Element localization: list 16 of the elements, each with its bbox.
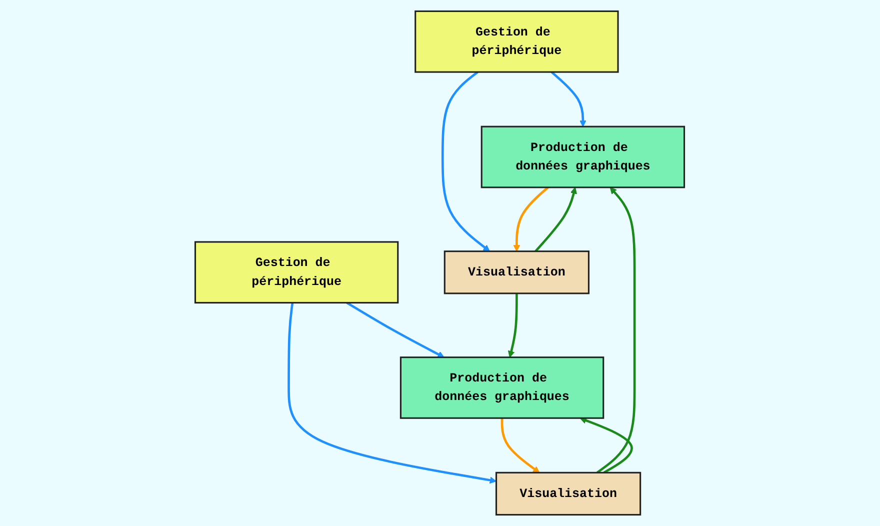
node-box: Gestion de périphérique (194, 241, 399, 304)
arrow (501, 418, 540, 473)
arrow (514, 186, 550, 252)
node-box: Gestion de périphérique (414, 10, 620, 73)
arrow (534, 187, 578, 252)
node-box: Production de données graphiques (400, 356, 604, 419)
node-box: Visualisation (444, 250, 590, 294)
node-box: Production de données graphiques (481, 126, 686, 188)
arrow (346, 302, 445, 358)
node-box: Visualisation (496, 472, 642, 516)
arrow (596, 187, 636, 474)
arrow (508, 293, 518, 358)
arrow (288, 302, 497, 484)
arrow (442, 71, 490, 252)
arrow (580, 417, 634, 474)
arrow (551, 71, 587, 127)
